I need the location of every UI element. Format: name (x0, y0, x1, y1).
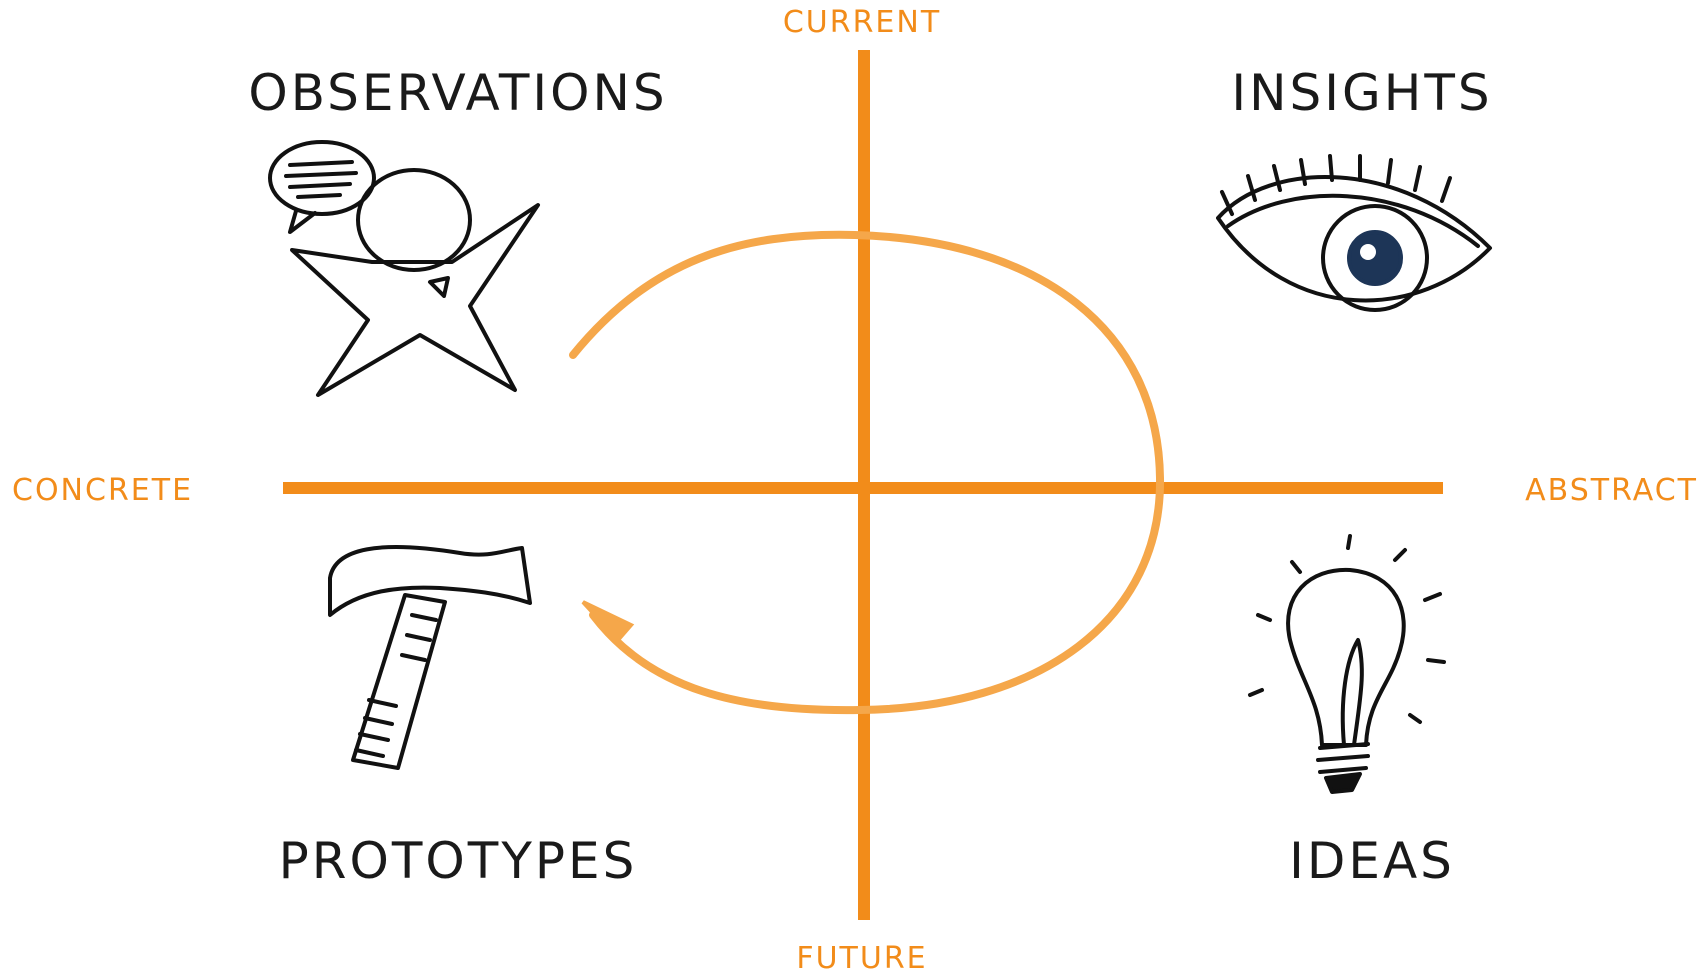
axis-label-future: FUTURE (796, 941, 927, 971)
hammer-icon (328, 544, 532, 770)
title-prototypes: PROTOTYPES (279, 832, 638, 890)
cycle-arrow (569, 230, 1165, 715)
eye-icon (1216, 154, 1492, 312)
axes (283, 50, 1443, 920)
title-ideas: IDEAS (1289, 832, 1455, 890)
title-insights: INSIGHTS (1231, 64, 1492, 122)
lightbulb-icon (1248, 534, 1446, 794)
person-icon (268, 140, 540, 397)
axis-label-abstract: ABSTRACT (1525, 473, 1698, 508)
cycle-arc (569, 230, 1165, 715)
axis-label-concrete: CONCRETE (12, 473, 193, 508)
title-observations: OBSERVATIONS (248, 64, 667, 122)
axis-label-current: CURRENT (783, 5, 941, 40)
cycle-arrowhead (581, 600, 635, 644)
